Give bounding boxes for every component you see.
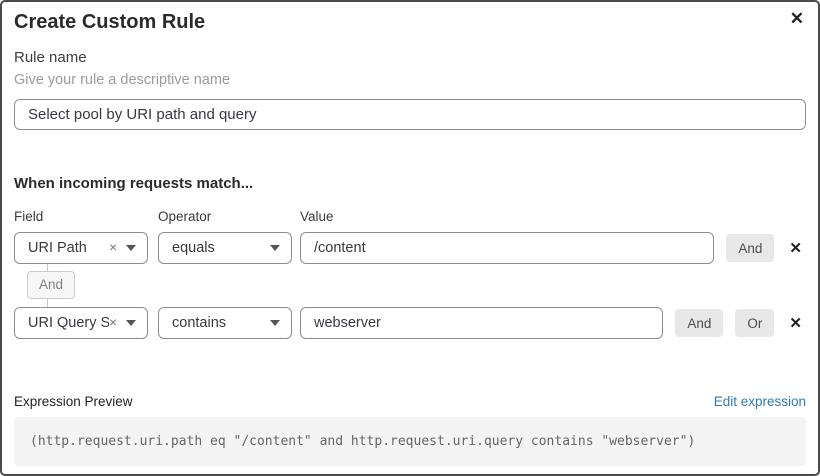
condition-row: URI Path × equals And ✕ (14, 232, 806, 264)
add-and-condition-button[interactable]: And (675, 309, 724, 337)
condition-row: URI Query St... × contains And Or ✕ (14, 307, 806, 339)
expression-preview-header: Expression Preview Edit expression (14, 394, 806, 409)
add-or-condition-button[interactable]: Or (735, 309, 775, 337)
field-select[interactable]: URI Path × (14, 232, 148, 264)
chevron-down-icon (270, 245, 280, 251)
expression-preview-label: Expression Preview (14, 394, 133, 409)
clear-selection-icon[interactable]: × (109, 240, 117, 256)
add-and-condition-button[interactable]: And (726, 234, 775, 262)
builder-column-headers: Field Operator Value (14, 209, 806, 224)
operator-select[interactable]: contains (158, 307, 292, 339)
field-select-value: URI Query St... (28, 315, 109, 331)
field-select-value: URI Path (28, 240, 87, 256)
field-column-label: Field (14, 209, 44, 224)
and-connector-badge: And (27, 271, 76, 299)
value-input[interactable] (300, 307, 664, 339)
expression-preview-code: (http.request.uri.path eq "/content" and… (14, 417, 806, 466)
chevron-down-icon (126, 320, 136, 326)
close-icon[interactable]: ✕ (786, 7, 808, 31)
condition-connector: And (14, 264, 806, 307)
operator-column-label: Operator (158, 209, 212, 224)
rule-name-input[interactable] (14, 99, 806, 130)
chevron-down-icon (126, 245, 136, 251)
remove-row-icon[interactable]: ✕ (789, 240, 802, 257)
operator-select-value: contains (172, 315, 227, 331)
operator-select-value: equals (172, 240, 215, 256)
match-heading: When incoming requests match... (14, 175, 254, 192)
clear-selection-icon[interactable]: × (109, 315, 117, 331)
remove-row-icon[interactable]: ✕ (789, 315, 802, 332)
edit-expression-link[interactable]: Edit expression (713, 394, 806, 409)
value-column-label: Value (300, 209, 334, 224)
chevron-down-icon (270, 320, 280, 326)
modal-title: Create Custom Rule (14, 11, 206, 33)
operator-select[interactable]: equals (158, 232, 292, 264)
field-select[interactable]: URI Query St... × (14, 307, 148, 339)
value-input[interactable] (300, 232, 715, 264)
rule-name-label: Rule name (14, 49, 87, 66)
rule-name-hint: Give your rule a descriptive name (14, 72, 230, 88)
